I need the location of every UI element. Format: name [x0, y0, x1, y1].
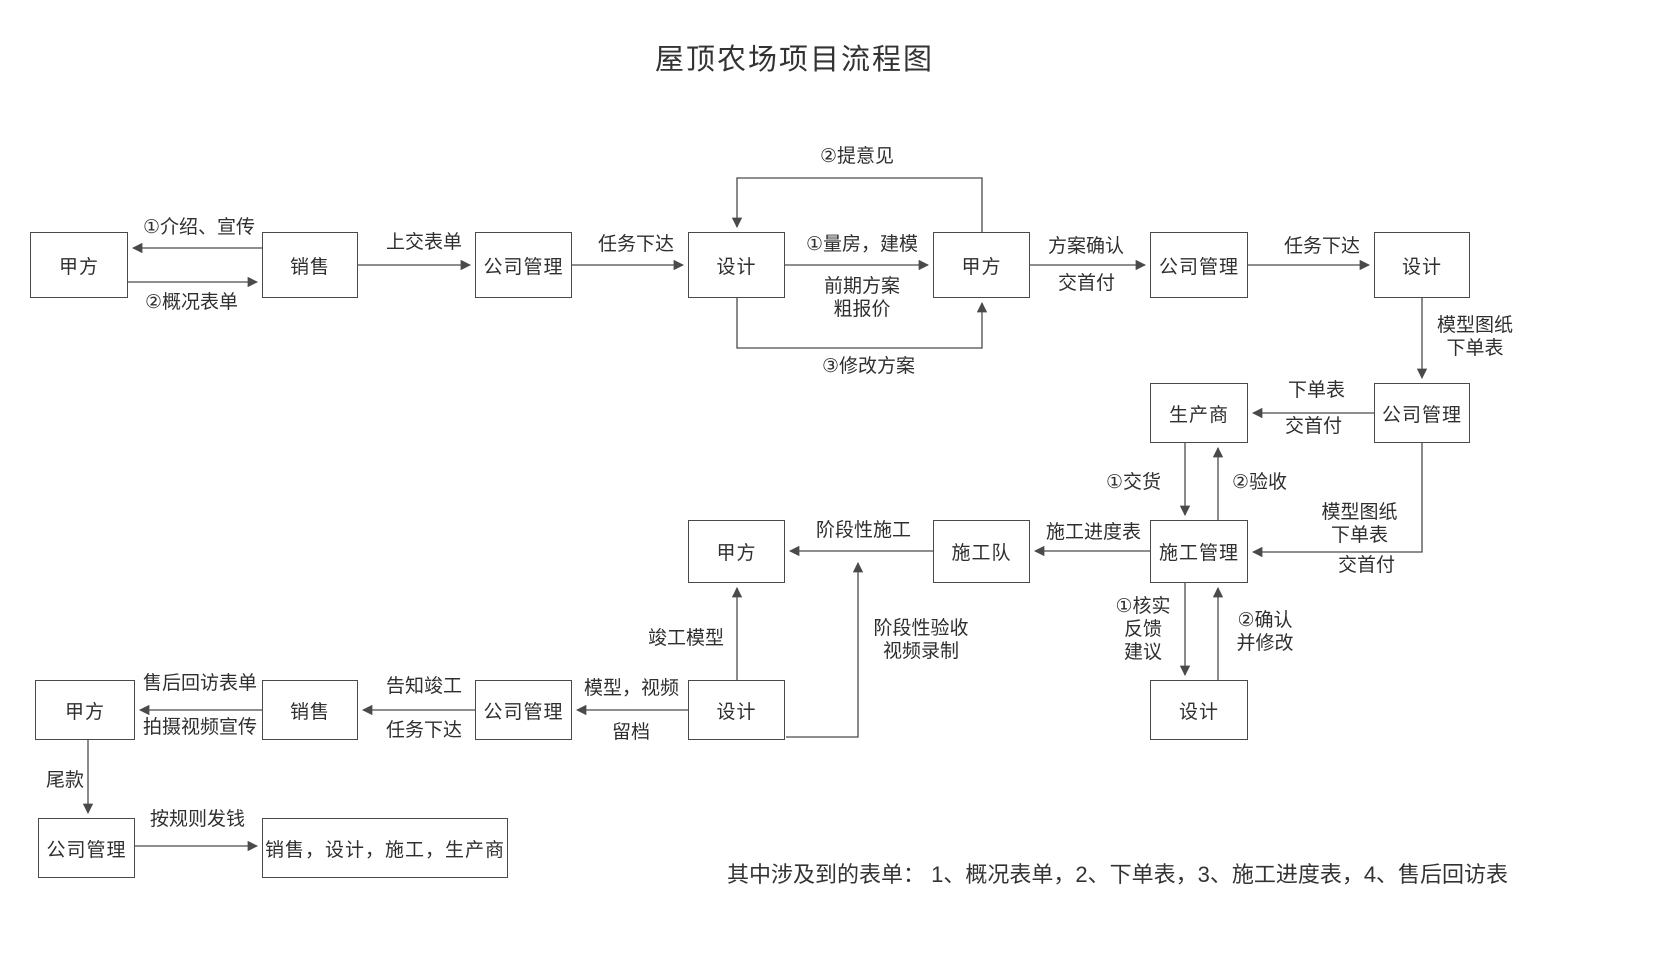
- diagram-title: 屋顶农场项目流程图: [655, 44, 935, 76]
- node-company-mgmt-4: 公司管理: [475, 680, 572, 740]
- edge-mgmt3-to-constr-mgmt: [1251, 443, 1423, 558]
- label-aftersales-form: 售后回访表单: [143, 673, 258, 694]
- node-design-2: 设计: [1374, 232, 1470, 298]
- forms-note: 其中涉及到的表单： 1、概况表单，2、下单表，3、施工进度表，4、售后回访表: [727, 862, 1509, 887]
- label-intro-promo: ①介绍、宣传: [143, 217, 256, 238]
- label-order-form: 下单表: [1288, 380, 1346, 401]
- label-final-payment: 尾款: [46, 770, 85, 791]
- node-design-4: 设计: [688, 680, 785, 740]
- label-completion-model: 竣工模型: [648, 628, 725, 649]
- node-company-mgmt-3: 公司管理: [1374, 383, 1470, 443]
- label-model-drawings-1: 模型图纸 下单表: [1436, 315, 1513, 360]
- node-client-3: 甲方: [688, 520, 785, 583]
- node-company-mgmt-1: 公司管理: [475, 232, 572, 298]
- label-confirm-modify: ②确认 并修改: [1236, 610, 1294, 655]
- label-modify-plan: ③修改方案: [822, 356, 916, 377]
- node-construction-team: 施工队: [933, 520, 1030, 583]
- label-verify-feedback: ①核实 反馈 建议: [1115, 596, 1171, 664]
- label-early-plan: 前期方案 粗报价: [823, 276, 900, 321]
- label-first-payment-2: 交首付: [1285, 416, 1343, 437]
- label-staged-acceptance: 阶段性验收 视频录制: [873, 618, 969, 663]
- node-design-3: 设计: [1150, 680, 1248, 740]
- node-sales-1: 销售: [262, 232, 358, 298]
- label-progress-form: 施工进度表: [1046, 522, 1142, 543]
- label-task-assign-3: 任务下达: [386, 720, 463, 741]
- label-task-assign-2: 任务下达: [1284, 236, 1361, 257]
- label-model-drawings-2: 模型图纸 下单表: [1321, 502, 1398, 547]
- edge-design-to-client-modify: [736, 298, 988, 349]
- node-construction-mgmt: 施工管理: [1150, 520, 1248, 583]
- label-notify-completion: 告知竣工: [386, 676, 463, 697]
- label-pay-by-rules: 按规则发钱: [150, 809, 246, 830]
- label-acceptance: ②验收: [1232, 472, 1288, 493]
- label-plan-confirm: 方案确认: [1048, 236, 1125, 257]
- label-staged-construction: 阶段性施工: [816, 520, 912, 541]
- label-first-payment-1: 交首付: [1058, 273, 1116, 294]
- label-task-assign-1: 任务下达: [598, 234, 675, 255]
- node-client-1: 甲方: [30, 232, 128, 298]
- node-client-4: 甲方: [35, 680, 135, 740]
- label-overview-form: ②概况表单: [145, 292, 239, 313]
- node-all-roles: 销售，设计，施工，生产商: [262, 818, 508, 878]
- label-model-video: 模型，视频: [584, 678, 680, 699]
- label-measure-model: ①量房，建模: [806, 234, 919, 255]
- label-give-opinion: ②提意见: [820, 146, 895, 167]
- node-sales-2: 销售: [262, 680, 358, 740]
- node-client-2: 甲方: [933, 232, 1030, 298]
- node-company-mgmt-5: 公司管理: [38, 818, 135, 878]
- edge-client-to-design-opinion: [731, 177, 983, 232]
- node-company-mgmt-2: 公司管理: [1150, 232, 1248, 298]
- label-submit-form: 上交表单: [386, 232, 463, 253]
- label-first-payment-3: 交首付: [1338, 555, 1396, 576]
- label-archive: 留档: [612, 722, 651, 743]
- node-producer: 生产商: [1150, 383, 1248, 443]
- edge-design4-staged-acceptance: [786, 561, 864, 738]
- node-design-1: 设计: [688, 232, 785, 298]
- label-delivery: ①交货: [1106, 472, 1162, 493]
- label-video-promotion: 拍摄视频宣传: [143, 717, 258, 738]
